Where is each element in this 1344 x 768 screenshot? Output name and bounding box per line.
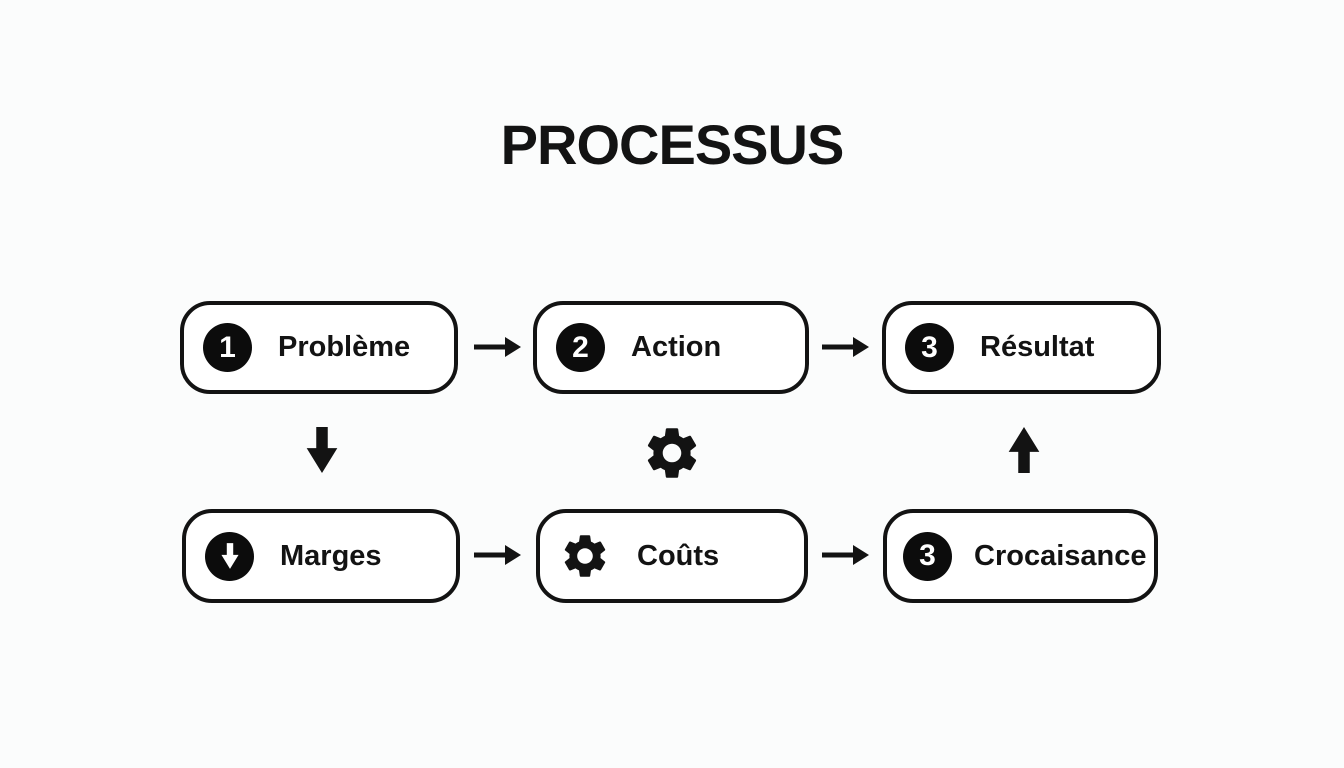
step-label: Action	[631, 331, 722, 363]
step-label: Coûts	[637, 539, 720, 572]
step-box-croissance: 3 Crocaisance	[883, 509, 1158, 603]
arrow-down-badge	[205, 531, 254, 581]
step-number-badge: 2	[556, 323, 605, 372]
step-number-badge: 3	[903, 531, 952, 581]
gear-badge	[559, 530, 611, 582]
gear-icon	[647, 428, 697, 478]
gear-icon	[564, 535, 606, 577]
arrow-right-icon	[822, 545, 869, 565]
step-box-action: 2 Action	[533, 301, 809, 394]
diagram-title: PROCESSUS	[500, 113, 845, 176]
arrow-right-icon	[474, 545, 521, 565]
arrow-down-icon	[306, 427, 338, 473]
step-box-probleme: 1 Problème	[180, 301, 458, 394]
step-box-marges: Marges	[182, 509, 460, 603]
arrow-down-icon	[220, 543, 239, 569]
arrow-right-icon	[474, 337, 521, 357]
step-label: Problème	[278, 331, 411, 363]
step-box-resultat: 3 Résultat	[882, 301, 1161, 394]
step-number-badge: 3	[905, 323, 954, 372]
step-box-couts: Coûts	[536, 509, 808, 603]
step-label: Crocaisance	[974, 539, 1147, 572]
arrow-right-icon	[822, 337, 869, 357]
arrow-up-icon	[1008, 427, 1040, 473]
step-number-badge: 1	[203, 323, 252, 372]
step-label: Résultat	[980, 331, 1095, 363]
step-label: Marges	[280, 539, 382, 572]
